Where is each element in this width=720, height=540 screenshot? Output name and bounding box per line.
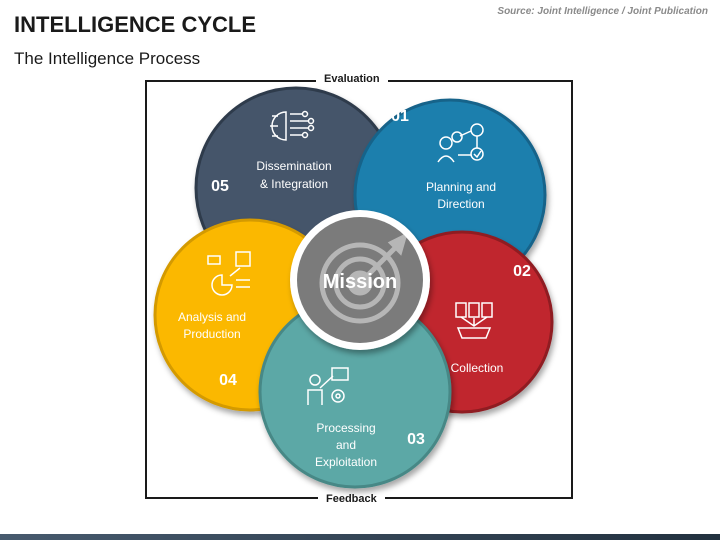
stage-05-number: 05 [211, 178, 229, 195]
planning-flow-icon [437, 123, 484, 163]
stage-04-label-line2: Production [183, 327, 240, 341]
mission-label: Mission [323, 271, 397, 293]
stage-01-label-line2: Direction [437, 197, 484, 211]
stage-03-number: 03 [407, 431, 425, 448]
stage-04-label-line1: Analysis and [178, 310, 246, 324]
stage-01-label-line1: Planning and [426, 180, 496, 194]
footer-bar [0, 534, 720, 540]
documents-inbox-icon [455, 302, 493, 339]
stage-04-number: 04 [219, 372, 237, 389]
stage-05-label-line2: & Integration [260, 177, 328, 191]
stage-02-label: Collection [451, 361, 504, 375]
mission-center: Mission [290, 210, 430, 350]
stage-01-number: 01 [391, 108, 409, 125]
analysis-chart-icon [207, 251, 251, 296]
stage-03-label-line3: Exploitation [315, 455, 377, 469]
stage-03-label-line2: and [336, 438, 356, 452]
page-title: INTELLIGENCE CYCLE [14, 12, 257, 37]
presenter-gear-icon [307, 367, 349, 405]
target-arrow-icon [319, 232, 408, 324]
circuit-chip-icon [270, 110, 315, 141]
mission-disc [297, 217, 423, 343]
page-subtitle: The Intelligence Process [14, 49, 201, 68]
stage-02-number: 02 [513, 263, 531, 280]
stage-05-label-line1: Dissemination [256, 159, 331, 173]
source-note: Source: Joint Intelligence / Joint Publi… [497, 6, 708, 17]
evaluation-label: Evaluation [316, 73, 388, 85]
stage-03-label-line1: Processing [316, 421, 375, 435]
feedback-label: Feedback [318, 493, 385, 505]
